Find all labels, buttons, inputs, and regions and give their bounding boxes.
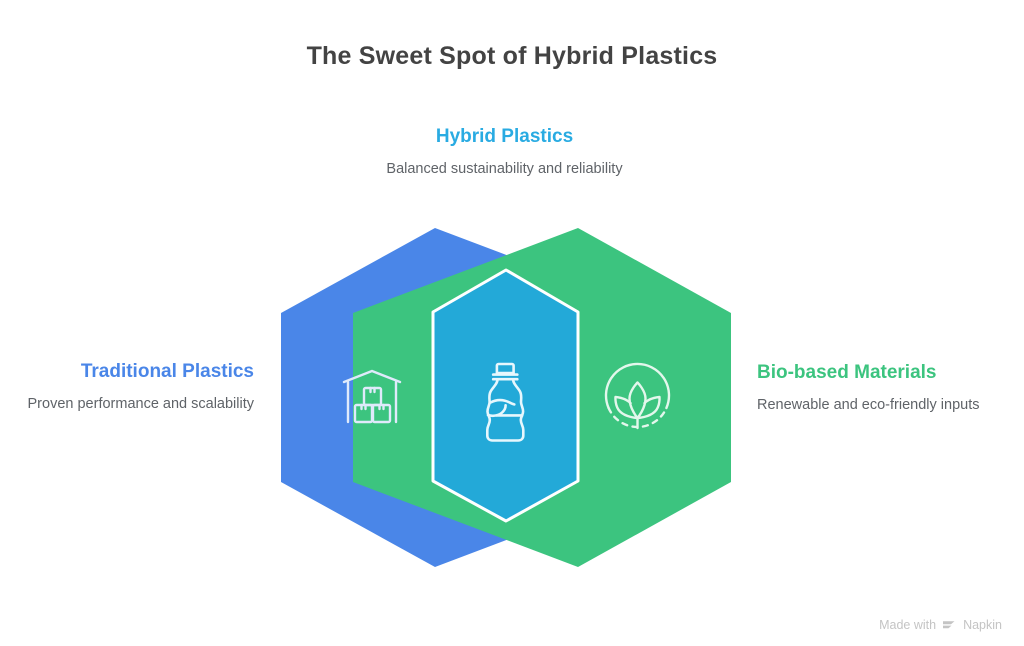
label-hybrid-plastics-description: Balanced sustainability and reliability xyxy=(386,160,623,177)
label-traditional-plastics-description: Proven performance and scalability xyxy=(27,395,254,412)
page-title: The Sweet Spot of Hybrid Plastics xyxy=(306,42,718,70)
napkin-logo-icon xyxy=(942,619,957,632)
label-hybrid-plastics-heading: Hybrid Plastics xyxy=(435,126,574,147)
plant-sprout-circle-icon xyxy=(604,362,671,430)
plastic-bottle-icon xyxy=(486,362,525,442)
label-biobased-materials-heading: Bio-based Materials xyxy=(757,362,937,383)
label-hybrid-plastics: Hybrid Plastics Balanced sustainability … xyxy=(332,125,677,180)
label-traditional-plastics: Traditional Plastics Proven performance … xyxy=(14,360,254,415)
label-traditional-plastics-heading: Traditional Plastics xyxy=(80,361,254,382)
label-biobased-materials-description: Renewable and eco-friendly inputs xyxy=(757,396,980,413)
footer-made-with-label: Made with xyxy=(879,618,937,632)
hexagon-hybrid-plastics[interactable] xyxy=(431,268,580,523)
footer-brand-label: Napkin xyxy=(963,618,1002,632)
warehouse-boxes-icon xyxy=(342,369,402,424)
label-biobased-materials: Bio-based Materials Renewable and eco-fr… xyxy=(757,361,1009,416)
footer-attribution: Made with Napkin xyxy=(879,618,1002,632)
